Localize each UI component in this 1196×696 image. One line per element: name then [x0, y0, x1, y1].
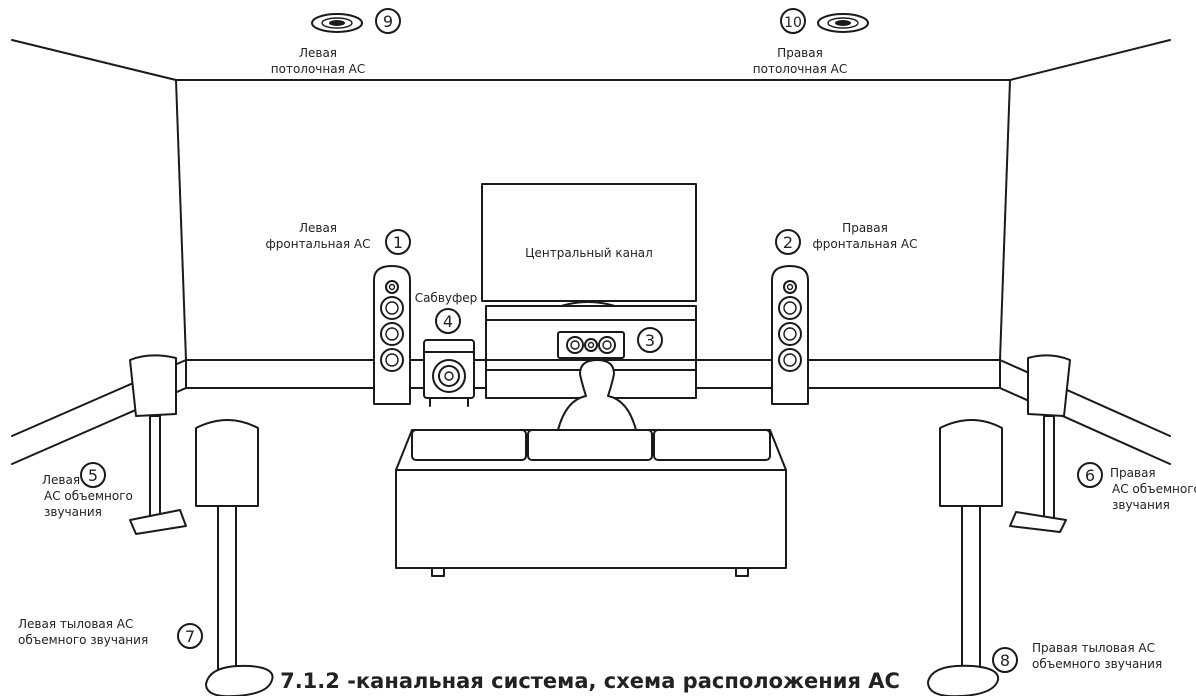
- listener-silhouette: [557, 359, 637, 431]
- number-badge-6: 6: [1077, 462, 1103, 488]
- label-rear-left: Левая тыловая АС объемного звучания: [18, 617, 148, 647]
- svg-text:Правая: Правая: [842, 221, 888, 235]
- number-badge-5: 5: [80, 462, 106, 488]
- svg-text:объемного звучания: объемного звучания: [18, 633, 148, 647]
- label-subwoofer: Сабвуфер: [415, 291, 478, 305]
- svg-text:звучания: звучания: [1112, 498, 1170, 512]
- ceiling-speaker-right-icon: [817, 13, 869, 33]
- number-badge-7: 7: [177, 623, 203, 649]
- rear-left-speaker-icon: [195, 419, 274, 696]
- svg-text:10: 10: [784, 15, 802, 31]
- svg-text:АС объемного: АС объемного: [44, 489, 133, 503]
- label-surround-right: Правая АС объемного звучания: [1110, 466, 1196, 512]
- svg-text:5: 5: [88, 466, 98, 485]
- number-badge-10: 10: [780, 8, 806, 34]
- number-badge-8: 8: [992, 647, 1018, 673]
- diagram-title: 7.1.2 -канальная система, схема располож…: [280, 669, 900, 693]
- svg-text:объемного звучания: объемного звучания: [1032, 657, 1162, 671]
- number-badge-9: 9: [375, 8, 401, 34]
- label-rear-right: Правая тыловая АС объемного звучания: [1032, 641, 1162, 671]
- number-badge-1: 1: [385, 229, 411, 255]
- svg-text:4: 4: [443, 312, 453, 331]
- subwoofer-icon: [423, 339, 475, 407]
- ceiling-speaker-left-icon: [311, 13, 363, 33]
- svg-text:9: 9: [383, 12, 393, 31]
- svg-text:6: 6: [1085, 466, 1095, 485]
- label-front-left: Левая фронтальная АС: [266, 221, 371, 251]
- svg-text:Левая: Левая: [42, 473, 80, 487]
- svg-text:Левая: Левая: [299, 221, 337, 235]
- svg-text:3: 3: [645, 331, 655, 350]
- center-speaker-icon: [557, 331, 625, 359]
- label-front-right: Правая фронтальная АС: [813, 221, 918, 251]
- label-surround-left: Левая АС объемного звучания: [42, 473, 133, 519]
- svg-text:7: 7: [185, 627, 195, 646]
- svg-text:Сабвуфер: Сабвуфер: [415, 291, 478, 305]
- svg-text:фронтальная АС: фронтальная АС: [266, 237, 371, 251]
- label-ceiling-left: Левая потолочная АС: [271, 46, 365, 76]
- svg-text:потолочная АС: потолочная АС: [271, 62, 365, 76]
- label-ceiling-right: Правая потолочная АС: [753, 46, 847, 76]
- svg-text:2: 2: [783, 233, 793, 252]
- svg-text:АС объемного: АС объемного: [1112, 482, 1196, 496]
- front-left-speaker-icon: [373, 265, 411, 405]
- number-badge-2: 2: [775, 229, 801, 255]
- surround-right-speaker-icon: [1009, 354, 1071, 533]
- svg-text:Левая: Левая: [299, 46, 337, 60]
- svg-text:фронтальная АС: фронтальная АС: [813, 237, 918, 251]
- svg-text:8: 8: [1000, 651, 1010, 670]
- svg-text:Правая: Правая: [777, 46, 823, 60]
- front-right-speaker-icon: [771, 265, 809, 405]
- rear-right-speaker-icon: [927, 419, 1003, 696]
- svg-text:Правая тыловая АС: Правая тыловая АС: [1032, 641, 1155, 655]
- sofa: [395, 429, 787, 577]
- tv-label: Центральный канал: [525, 246, 653, 260]
- number-badge-4: 4: [435, 308, 461, 334]
- number-badge-3: 3: [637, 327, 663, 353]
- svg-text:Левая тыловая АС: Левая тыловая АС: [18, 617, 133, 631]
- svg-text:Правая: Правая: [1110, 466, 1156, 480]
- svg-text:потолочная АС: потолочная АС: [753, 62, 847, 76]
- surround-left-speaker-icon: [129, 354, 187, 535]
- svg-text:1: 1: [393, 233, 403, 252]
- svg-text:звучания: звучания: [44, 505, 102, 519]
